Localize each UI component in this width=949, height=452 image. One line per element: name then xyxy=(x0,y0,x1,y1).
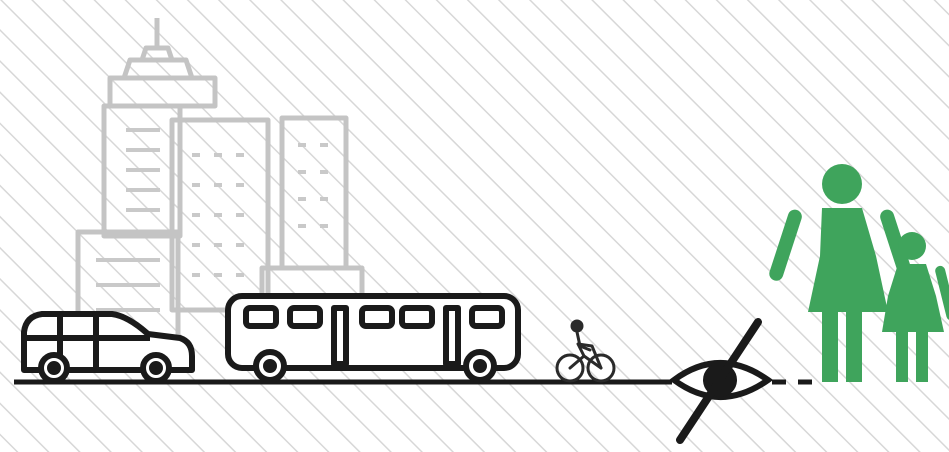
bus-icon xyxy=(228,296,518,380)
